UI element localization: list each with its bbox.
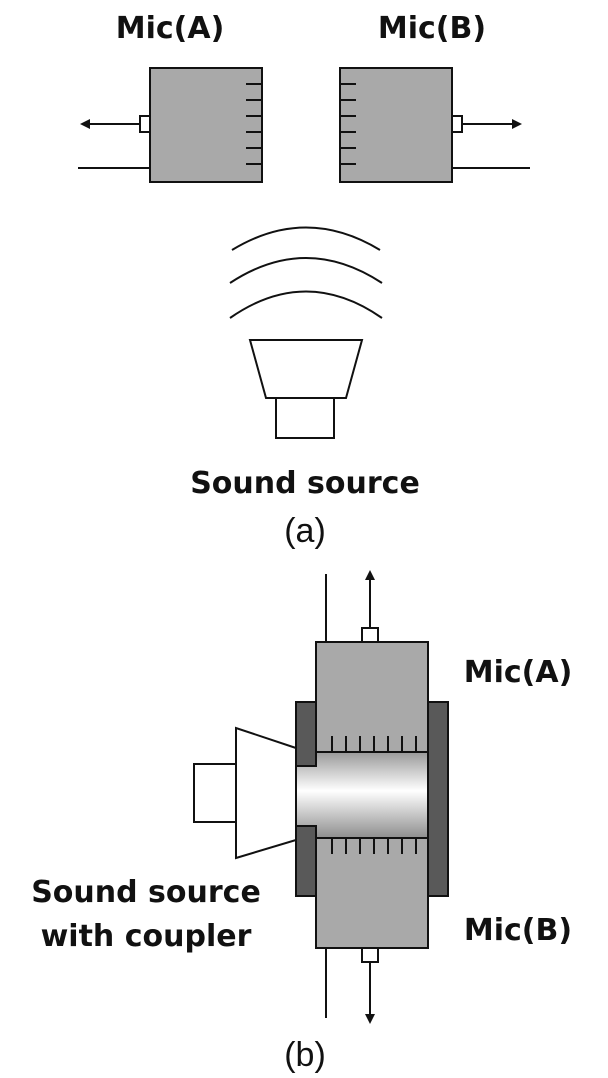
panel-b: Mic(A) Mic(B) Sound source with coupler … bbox=[31, 570, 573, 1074]
source-coupler-label-line2: with coupler bbox=[41, 919, 252, 954]
mic-a-label-b: Mic(A) bbox=[464, 655, 573, 690]
gasket-right bbox=[427, 701, 449, 897]
mic-b-body bbox=[339, 67, 463, 183]
caption-a: (a) bbox=[284, 512, 326, 550]
mic-b-label: Mic(B) bbox=[378, 11, 486, 46]
sound-source-label: Sound source bbox=[190, 466, 420, 501]
gasket-left-bottom bbox=[295, 825, 317, 897]
mic-a-body bbox=[139, 67, 263, 183]
source-coupler-label-line1: Sound source bbox=[31, 875, 261, 910]
mic-b-connector bbox=[361, 947, 379, 963]
panel-a: Mic(A) Mic(B) bbox=[78, 11, 530, 550]
mic-a-body-b bbox=[315, 641, 429, 753]
mic-b-label-b: Mic(B) bbox=[464, 913, 572, 948]
mic-a-label: Mic(A) bbox=[116, 11, 225, 46]
gasket-left-top bbox=[295, 701, 317, 767]
speaker-icon bbox=[248, 339, 364, 439]
mic-a-connector bbox=[361, 627, 379, 643]
mic-b-body-b bbox=[315, 837, 429, 949]
sound-waves bbox=[229, 226, 383, 319]
caption-b: (b) bbox=[284, 1036, 326, 1074]
speaker-coupler-icon bbox=[193, 726, 297, 860]
coupler-cavity bbox=[295, 751, 429, 839]
